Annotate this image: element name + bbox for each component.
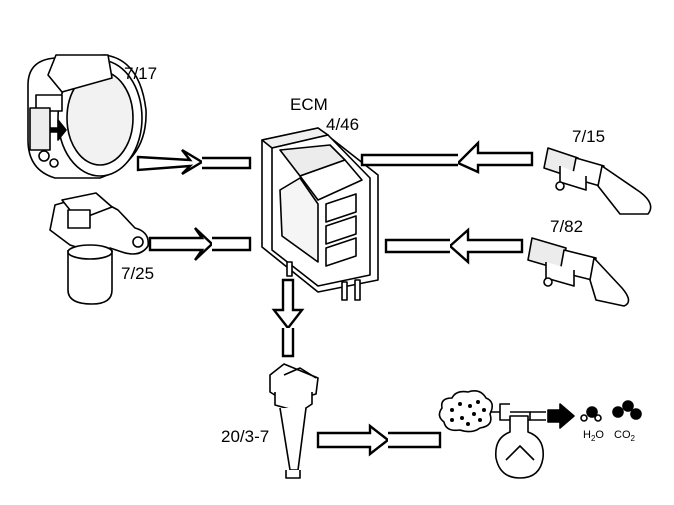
ecm-label: ECM [290,95,328,114]
arrow-shaft-o2up [360,153,458,167]
water-formula: H2O [583,430,604,443]
co2-formula-main: CO [614,429,631,441]
cam-ref-label: 7/25 [121,264,155,283]
arrow-shaft-cam [212,236,252,252]
soot-particles [450,400,486,426]
ignition-coil [269,363,319,479]
maf-ref-label: 7/17 [124,64,158,83]
arrow-shaft-maf [202,156,252,170]
ecm-ref-label: 4/46 [326,115,360,134]
combustion-products-illustration [438,390,642,479]
oxygen-sensor-downstream [527,237,630,307]
arrow-shaft-o2down [384,238,450,254]
arrow-shaft-coil [281,328,295,358]
water-formula-main: H [583,429,591,441]
camshaft-position-sensor [49,192,150,305]
o2-downstream-ref-label: 7/82 [550,217,584,236]
signal-arrow-maf-to-ecm [136,148,205,176]
mass-air-flow-sensor [27,54,147,179]
signal-arrow-cam-to-ecm [148,227,214,261]
water-formula-tail: O [595,429,604,441]
signal-arrow-o2down-to-ecm [448,227,524,265]
o2-upstream-ref-label: 7/15 [572,127,606,146]
signal-arrow-o2up-to-ecm [455,140,534,174]
arrow-shaft-combustion [388,431,442,449]
co2-formula: CO2 [614,430,635,443]
water-formula-sub: 2 [590,434,596,444]
oxygen-sensor-upstream [543,147,652,215]
signal-arrow-ecm-to-coil [271,278,305,330]
co2-formula-sub: 2 [630,434,635,444]
engine-control-module [261,127,379,301]
signal-arrow-coil-to-combustion [316,423,390,457]
coil-ref-label: 20/3-7 [221,427,270,446]
